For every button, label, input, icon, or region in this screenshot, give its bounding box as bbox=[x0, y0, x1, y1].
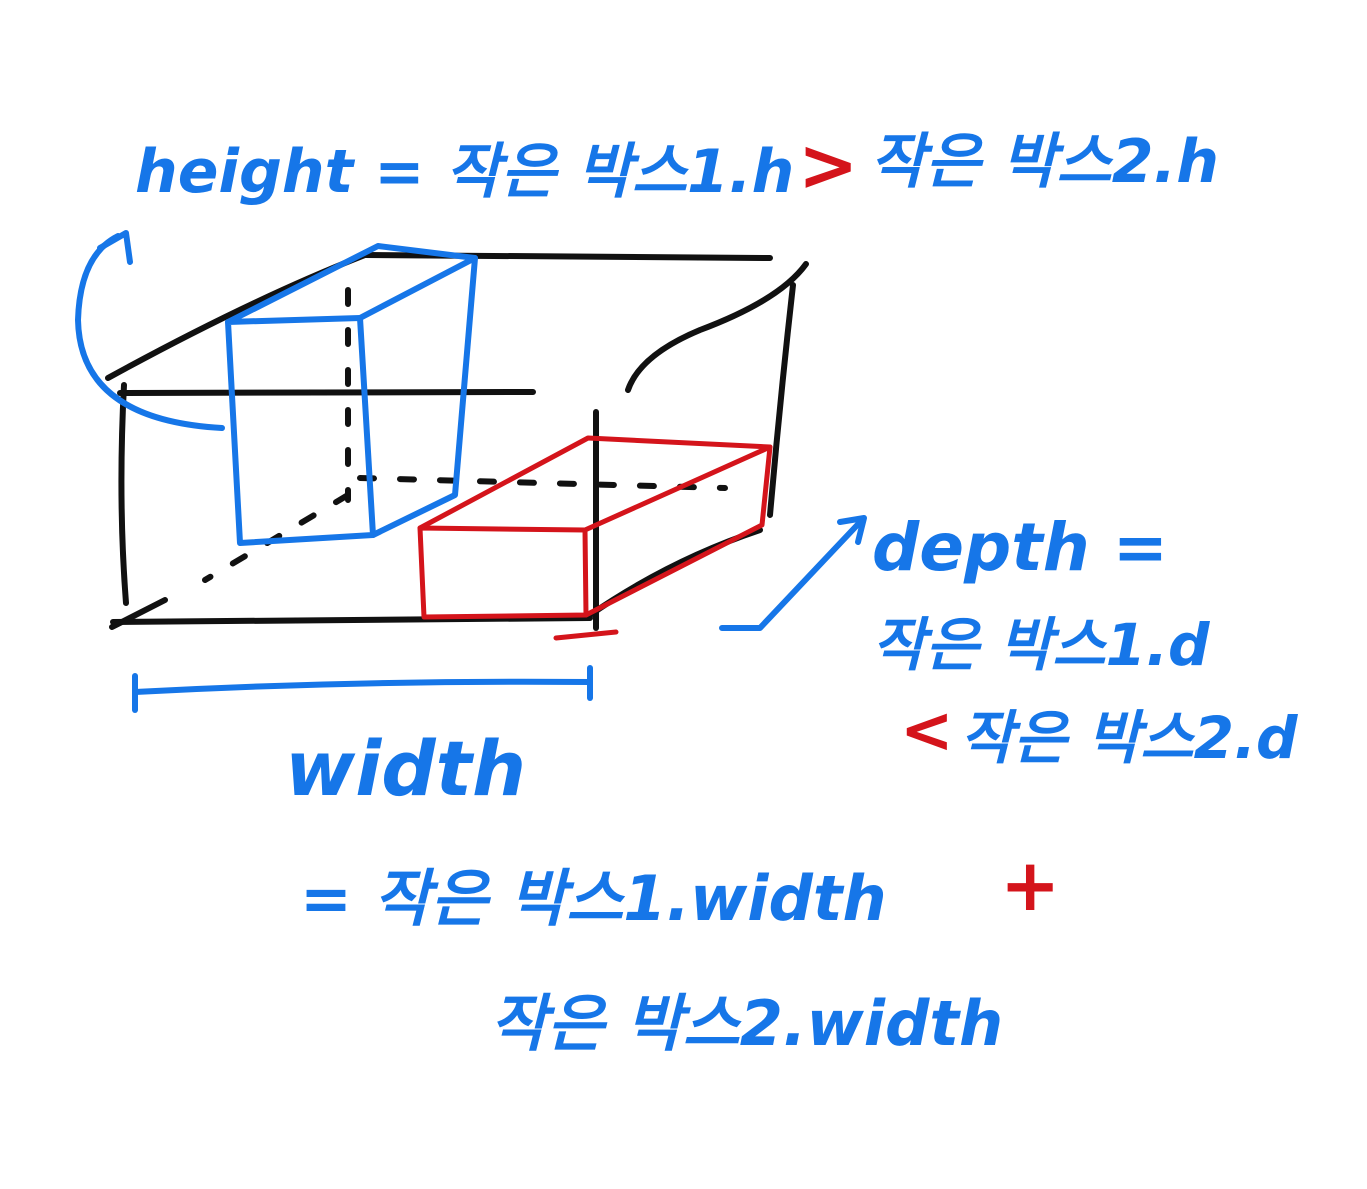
height-note-rhs: 작은 박스2.h bbox=[870, 127, 1219, 197]
small-box-2-front-face bbox=[417, 525, 589, 620]
outer-box-top-front-edge bbox=[117, 389, 536, 396]
width-note-operator: + bbox=[1000, 843, 1060, 927]
small-box-2-right-face bbox=[583, 444, 773, 618]
small-box-2-top-face bbox=[417, 435, 773, 533]
depth-note-line2: 작은 박스1.d bbox=[872, 611, 1210, 679]
small-box-1 bbox=[75, 230, 478, 546]
depth-note-line1: depth = bbox=[872, 509, 1168, 586]
small-box-2 bbox=[417, 435, 773, 641]
small-box-2-bottom-edge bbox=[553, 629, 619, 641]
outer-box-right-back-edge bbox=[767, 282, 796, 518]
depth-arrowhead bbox=[837, 515, 867, 545]
outer-box-hidden-diagonal bbox=[202, 492, 351, 583]
height-note-operator: > bbox=[798, 123, 858, 207]
depth-note-line3: 작은 박스2.d bbox=[960, 704, 1298, 772]
width-dimension-line bbox=[132, 678, 593, 695]
width-annotation: width = 작은 박스1.width + 작은 박스2.width bbox=[285, 724, 1060, 1060]
width-note-label: width bbox=[285, 724, 526, 813]
depth-annotation: depth = 작은 박스1.d < 작은 박스2.d bbox=[872, 509, 1298, 772]
height-annotation: height = 작은 박스1.h > 작은 박스2.h bbox=[135, 123, 1219, 207]
height-arrow bbox=[75, 233, 225, 431]
width-note-line1: = 작은 박스1.width bbox=[300, 862, 887, 935]
small-box-1-top-face bbox=[225, 243, 478, 325]
height-arrowhead bbox=[97, 230, 133, 265]
small-box-1-front-face bbox=[225, 315, 376, 546]
width-note-line2: 작은 박스2.width bbox=[490, 987, 1003, 1060]
depth-pointer bbox=[719, 515, 867, 631]
small-box-1-right-edge bbox=[370, 255, 478, 538]
outer-box-left-edge bbox=[118, 382, 129, 606]
outer-box-right-top-edge bbox=[625, 261, 809, 393]
outer-box-top-back-edge bbox=[362, 252, 773, 261]
outer-box-bottom-front-edge bbox=[110, 615, 593, 625]
width-dimension bbox=[132, 665, 593, 713]
outer-box-hidden-horizontal bbox=[357, 475, 728, 491]
depth-note-operator: < bbox=[900, 694, 954, 768]
depth-arrow bbox=[719, 517, 865, 631]
height-note-lhs: height = 작은 박스1.h bbox=[135, 137, 794, 207]
